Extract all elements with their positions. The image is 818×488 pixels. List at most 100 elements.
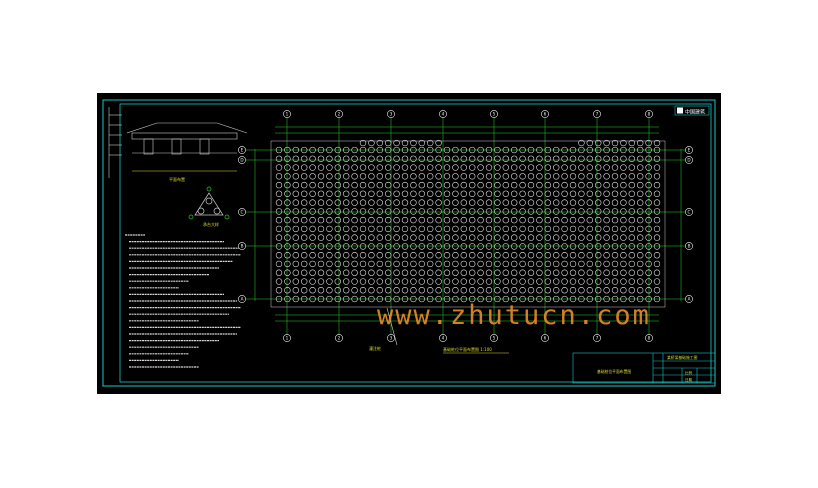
pile <box>586 287 593 294</box>
pile <box>611 243 619 250</box>
pile <box>502 225 509 233</box>
pile <box>637 181 644 189</box>
pile <box>435 295 442 303</box>
row-axis-left-E: E <box>238 146 246 154</box>
pile <box>351 252 358 259</box>
pile <box>586 155 593 162</box>
pile <box>368 216 375 224</box>
pile <box>410 190 417 197</box>
pile <box>427 260 434 268</box>
pile <box>637 164 644 171</box>
pile <box>611 208 619 215</box>
pile <box>628 181 635 189</box>
pile <box>317 146 325 154</box>
pile <box>620 155 627 162</box>
outer-frame <box>102 99 716 387</box>
pile <box>292 252 299 259</box>
pile <box>334 269 341 276</box>
pile <box>595 208 602 215</box>
pile <box>452 252 459 259</box>
pile <box>376 260 383 268</box>
pile <box>603 199 610 206</box>
pile <box>376 208 383 215</box>
pile <box>553 181 560 189</box>
svg-text:C: C <box>241 210 244 215</box>
pile <box>443 208 451 215</box>
pile <box>511 155 518 162</box>
pile <box>494 225 501 233</box>
pile <box>418 155 425 162</box>
pile <box>309 181 316 189</box>
pile <box>536 146 543 154</box>
pile <box>485 146 493 154</box>
pile <box>309 269 316 276</box>
pile <box>452 181 459 189</box>
pile <box>292 269 299 276</box>
pile <box>385 164 392 171</box>
pile <box>603 173 610 180</box>
pile <box>301 278 308 285</box>
pile <box>586 164 593 171</box>
pile <box>586 190 593 197</box>
pile <box>628 243 635 250</box>
pile <box>578 208 585 215</box>
pile <box>586 146 593 154</box>
pile <box>603 164 610 171</box>
column-axis-top-7: 7 <box>593 110 601 118</box>
pile <box>578 199 585 206</box>
pile <box>385 190 392 197</box>
pile <box>494 146 501 154</box>
pile <box>401 199 409 206</box>
pile <box>502 181 509 189</box>
pile <box>502 146 509 154</box>
pile <box>603 234 610 241</box>
pile <box>637 139 644 147</box>
pile <box>653 260 661 268</box>
pile <box>317 199 325 206</box>
pile <box>443 181 451 189</box>
pile <box>385 260 392 268</box>
pile <box>561 199 568 206</box>
pile <box>317 164 325 171</box>
pile <box>401 190 409 197</box>
pile <box>452 164 459 171</box>
title-block-date: 日期 <box>685 377 693 382</box>
pile <box>544 295 551 303</box>
pile <box>637 199 644 206</box>
pile <box>485 269 493 276</box>
pile <box>460 164 467 171</box>
pile <box>410 243 417 250</box>
pile <box>620 208 627 215</box>
pile <box>653 287 661 294</box>
pile <box>284 173 291 180</box>
pile <box>427 269 434 276</box>
pile <box>502 216 509 224</box>
pile <box>284 252 291 259</box>
pile <box>292 146 299 154</box>
pile <box>544 155 551 162</box>
pile <box>452 190 459 197</box>
pile <box>561 278 568 285</box>
pile <box>611 199 619 206</box>
pile <box>275 269 283 276</box>
pile <box>427 278 434 285</box>
pile <box>637 278 644 285</box>
pile <box>427 155 434 162</box>
pile <box>427 234 434 241</box>
pile <box>494 252 501 259</box>
pile <box>620 260 627 268</box>
pile <box>628 208 635 215</box>
pile <box>351 199 358 206</box>
pile <box>359 173 367 180</box>
pile <box>611 225 619 233</box>
pile <box>460 155 467 162</box>
pile <box>284 164 291 171</box>
column-axis-bottom-8: 8 <box>645 334 653 342</box>
pile <box>292 181 299 189</box>
pile <box>427 216 434 224</box>
pile <box>401 155 409 162</box>
pile <box>359 269 367 276</box>
pile <box>603 252 610 259</box>
pile <box>578 243 585 250</box>
pile <box>284 216 291 224</box>
